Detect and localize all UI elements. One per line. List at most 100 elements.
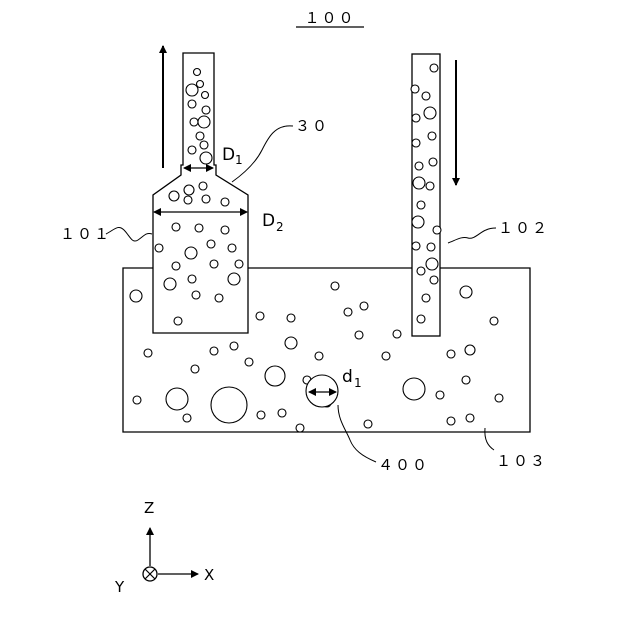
leader-400 bbox=[338, 405, 376, 462]
bubble bbox=[426, 182, 434, 190]
bubble-d1-label: d bbox=[342, 367, 353, 387]
bubble bbox=[433, 226, 441, 234]
bubble bbox=[315, 352, 323, 360]
bubble bbox=[194, 69, 201, 76]
bubble bbox=[215, 294, 223, 302]
bubble bbox=[202, 195, 210, 203]
bubble bbox=[199, 182, 207, 190]
bubble bbox=[228, 273, 240, 285]
x-axis-label: X bbox=[204, 566, 214, 584]
d2-subscript: 2 bbox=[276, 220, 284, 234]
bubble bbox=[417, 315, 425, 323]
label-103: １０３ bbox=[496, 452, 547, 470]
label-101: １０１ bbox=[60, 225, 111, 243]
bubble bbox=[210, 347, 218, 355]
bubble bbox=[207, 240, 215, 248]
bubble bbox=[285, 337, 297, 349]
bubble bbox=[447, 350, 455, 358]
bubble bbox=[430, 64, 438, 72]
bubble bbox=[164, 278, 176, 290]
bubble bbox=[130, 290, 142, 302]
bubble bbox=[382, 352, 390, 360]
bubble bbox=[447, 417, 455, 425]
bubble bbox=[198, 116, 210, 128]
bubble bbox=[403, 378, 425, 400]
bubble bbox=[133, 396, 141, 404]
bubble bbox=[412, 216, 424, 228]
bubble bbox=[265, 366, 285, 386]
bubble bbox=[426, 258, 438, 270]
bubble bbox=[412, 242, 420, 250]
bubble bbox=[210, 260, 218, 268]
bubble bbox=[355, 331, 363, 339]
d1-subscript: 1 bbox=[235, 153, 243, 167]
bubble-400 bbox=[306, 375, 338, 407]
bubble bbox=[462, 376, 470, 384]
bubble bbox=[221, 198, 229, 206]
bubble bbox=[202, 92, 209, 99]
bubble bbox=[412, 114, 420, 122]
bubble bbox=[344, 308, 352, 316]
label-30: ３０ bbox=[295, 117, 329, 135]
bubble bbox=[331, 282, 339, 290]
figure-title: １００ bbox=[304, 9, 355, 27]
bubble bbox=[422, 294, 430, 302]
bubble bbox=[360, 302, 368, 310]
bubble bbox=[256, 312, 264, 320]
bubble bbox=[144, 349, 152, 357]
bubble bbox=[417, 267, 425, 275]
bubble bbox=[155, 244, 163, 252]
z-axis-label: Z bbox=[144, 499, 154, 517]
coordinate-axes: Z X Y bbox=[114, 499, 214, 596]
bubble bbox=[221, 226, 229, 234]
leader-102 bbox=[448, 228, 496, 243]
label-400: ４００ bbox=[378, 456, 429, 474]
leader-101 bbox=[106, 227, 152, 241]
bubble bbox=[287, 314, 295, 322]
label-102: １０２ bbox=[498, 219, 549, 237]
bubble bbox=[466, 414, 474, 422]
bubble bbox=[230, 342, 238, 350]
bubble bbox=[465, 345, 475, 355]
d2-label: D bbox=[262, 211, 275, 231]
bubble bbox=[411, 85, 419, 93]
bubble bbox=[190, 118, 198, 126]
bubble bbox=[436, 391, 444, 399]
bubble bbox=[296, 424, 304, 432]
bubble bbox=[191, 365, 199, 373]
bubble bbox=[413, 177, 425, 189]
bubble bbox=[490, 317, 498, 325]
bubble bbox=[200, 141, 208, 149]
bubble bbox=[174, 317, 182, 325]
bubble bbox=[184, 196, 192, 204]
bubble bbox=[202, 106, 210, 114]
bubble bbox=[429, 158, 437, 166]
bubble bbox=[196, 132, 204, 140]
d1-label: D bbox=[222, 145, 235, 165]
bubble bbox=[211, 387, 247, 423]
bubble bbox=[188, 146, 196, 154]
bubble bbox=[188, 100, 196, 108]
y-axis-label: Y bbox=[114, 578, 125, 596]
bubble bbox=[169, 191, 179, 201]
bubble bbox=[422, 92, 430, 100]
outlet-pipe bbox=[153, 53, 248, 333]
bubble bbox=[412, 139, 420, 147]
bubble bbox=[235, 260, 243, 268]
bubble bbox=[166, 388, 188, 410]
bubble bbox=[197, 81, 204, 88]
bubble bbox=[200, 152, 212, 164]
bubble bbox=[393, 330, 401, 338]
bubble bbox=[172, 223, 180, 231]
bubble bbox=[430, 276, 438, 284]
bubble bbox=[195, 224, 203, 232]
bubble bbox=[495, 394, 503, 402]
bubble bbox=[228, 244, 236, 252]
bubble bbox=[427, 243, 435, 251]
bubble bbox=[184, 185, 194, 195]
leader-103 bbox=[485, 428, 494, 450]
bubble bbox=[192, 291, 200, 299]
bubble bbox=[185, 247, 197, 259]
bubble bbox=[188, 275, 196, 283]
